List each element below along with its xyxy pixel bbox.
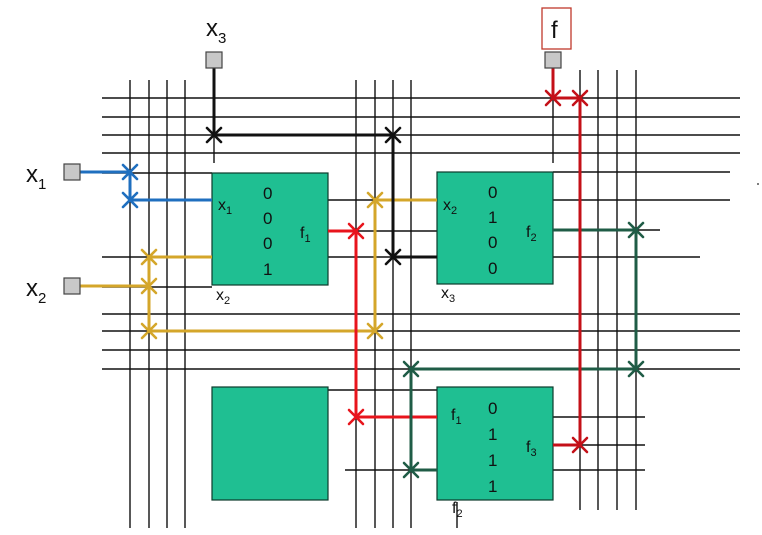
net-f1 <box>328 229 437 419</box>
net-x2 <box>80 198 437 333</box>
switch-f2-d <box>402 461 420 479</box>
truth-table-value: 0 <box>488 233 497 252</box>
io-pins <box>63 7 572 295</box>
truth-table-value: 1 <box>488 477 497 496</box>
switch-f2-a <box>627 221 645 239</box>
output-label-box <box>541 7 572 50</box>
block-output-label: f3 <box>526 439 537 459</box>
truth-table-value: 0 <box>488 399 497 418</box>
switch-f1-a <box>347 222 365 240</box>
block-output-label: f1 <box>300 225 311 245</box>
input-label-x3: x3 <box>206 15 226 47</box>
output-label-f: f <box>551 17 558 44</box>
truth-table-value: 0 <box>488 183 497 202</box>
switch-x2-d <box>366 322 384 340</box>
switch-x2-a <box>140 248 158 266</box>
input-label-x2: x2 <box>26 275 46 307</box>
input-pin-x2 <box>63 277 81 295</box>
truth-table-value: 0 <box>263 184 272 203</box>
input-pin-x3 <box>205 51 223 69</box>
block-input-label: f2 <box>452 500 463 520</box>
block-output-label: f2 <box>526 224 537 244</box>
block-input-label: x3 <box>441 285 455 305</box>
block-input-label: f1 <box>451 407 462 427</box>
logic-block-top-left <box>211 172 329 286</box>
logic-block-bottom-right <box>436 386 554 501</box>
block-top-left-labels: x1 x2 f1 0 0 0 1 <box>216 184 311 307</box>
truth-table-value: 1 <box>488 425 497 444</box>
switch-f2-c <box>402 360 420 378</box>
routing-grid <box>102 68 740 528</box>
io-labels: x1 x2 x3 f <box>26 15 558 307</box>
switch-x2-b <box>140 277 158 295</box>
block-top-right-labels: x2 x3 f2 0 1 0 0 <box>441 183 537 305</box>
input-label-x1: x1 <box>26 161 46 193</box>
switch-out-a <box>571 436 589 454</box>
block-input-label: x2 <box>216 287 230 307</box>
stray-dot <box>757 183 759 185</box>
logic-blocks <box>211 171 554 501</box>
net-f2 <box>409 228 638 472</box>
switch-x3-a <box>205 126 223 144</box>
switch-x1-a <box>121 163 139 181</box>
block-input-label: x1 <box>218 197 232 217</box>
truth-table-value: 1 <box>263 260 272 279</box>
block-bottom-right-labels: f1 f2 f3 0 1 1 1 <box>451 399 537 520</box>
truth-table-value: 0 <box>263 234 272 253</box>
switch-points <box>121 89 645 479</box>
switch-x1-b <box>121 191 139 209</box>
truth-table-value: 1 <box>488 208 497 227</box>
input-pin-x1 <box>63 163 81 181</box>
switch-x3-b <box>384 126 402 144</box>
switch-out-b <box>571 89 589 107</box>
switch-f1-b <box>347 408 365 426</box>
switch-x2-c <box>140 322 158 340</box>
output-pin-f <box>544 51 562 69</box>
truth-table-value: 0 <box>263 209 272 228</box>
block-input-label: x2 <box>443 197 457 217</box>
logic-block-top-right <box>436 171 554 285</box>
truth-table-value: 0 <box>488 259 497 278</box>
logic-block-bottom-left <box>211 386 329 501</box>
switch-out-c <box>544 89 562 107</box>
switch-f2-b <box>627 360 645 378</box>
net-x1 <box>80 170 212 202</box>
switch-x3-c <box>384 248 402 266</box>
truth-table-value: 1 <box>488 451 497 470</box>
switch-x2-e <box>366 191 384 209</box>
